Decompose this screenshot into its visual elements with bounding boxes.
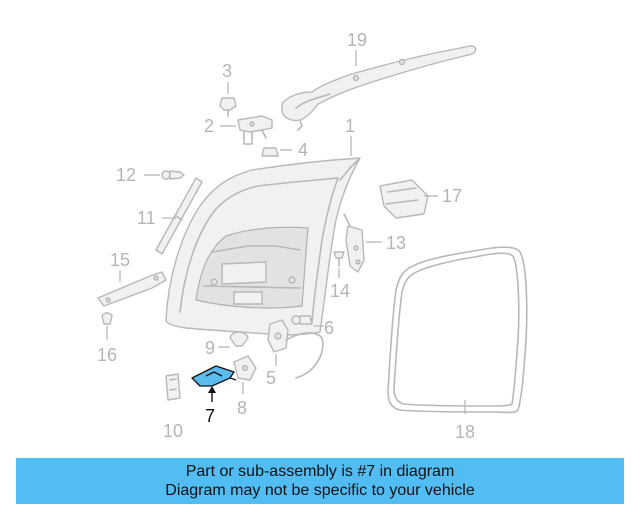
callout-13: 13 <box>386 233 406 253</box>
callout-12: 12 <box>116 165 136 185</box>
part-17-module <box>379 179 429 219</box>
part-6-grommet <box>291 315 313 325</box>
callout-5: 5 <box>266 368 276 388</box>
part-7-bracket-highlighted <box>191 365 237 387</box>
arrow-head-7 <box>208 386 216 393</box>
part-8-bumper <box>233 355 257 381</box>
banner-part-line: Part or sub-assembly is #7 in diagram <box>185 463 455 480</box>
part-5-latch-cable <box>267 319 324 379</box>
callout-7: 7 <box>205 406 215 426</box>
callout-4: 4 <box>298 140 308 160</box>
parts-diagram: 19 3 2 4 1 12 <box>97 30 528 442</box>
part-1-liftgate <box>165 157 361 336</box>
banner-disclaimer-line: Diagram may not be specific to your vehi… <box>165 482 475 499</box>
callout-10: 10 <box>163 421 183 441</box>
part-10-switch <box>165 373 181 401</box>
callout-8: 8 <box>237 398 247 418</box>
callout-2: 2 <box>204 116 214 136</box>
part-2-hinge <box>237 115 273 145</box>
part-15-handle <box>97 271 167 307</box>
callout-6: 6 <box>324 318 334 338</box>
part-18-weatherstrip <box>387 246 528 414</box>
part-12-ball-stud <box>161 170 185 180</box>
callout-19: 19 <box>347 30 367 50</box>
part-14-screw <box>333 251 345 267</box>
callout-18: 18 <box>455 422 475 442</box>
part-4-nut <box>261 147 279 157</box>
part-9-cap <box>229 331 249 347</box>
callout-17: 17 <box>442 186 462 206</box>
part-11-strut <box>155 177 203 255</box>
info-banner: Part or sub-assembly is #7 in diagram Di… <box>16 458 624 504</box>
callout-16: 16 <box>97 345 117 365</box>
callout-11: 11 <box>137 208 156 228</box>
callout-1: 1 <box>345 116 355 136</box>
part-19-garnish <box>281 45 477 131</box>
part-13-latch <box>343 213 365 273</box>
part-16-clip <box>101 312 113 325</box>
callout-15: 15 <box>110 250 130 270</box>
callout-3: 3 <box>222 61 232 81</box>
callout-9: 9 <box>205 338 215 358</box>
part-3-bolt <box>219 97 237 117</box>
callout-14: 14 <box>330 281 350 301</box>
